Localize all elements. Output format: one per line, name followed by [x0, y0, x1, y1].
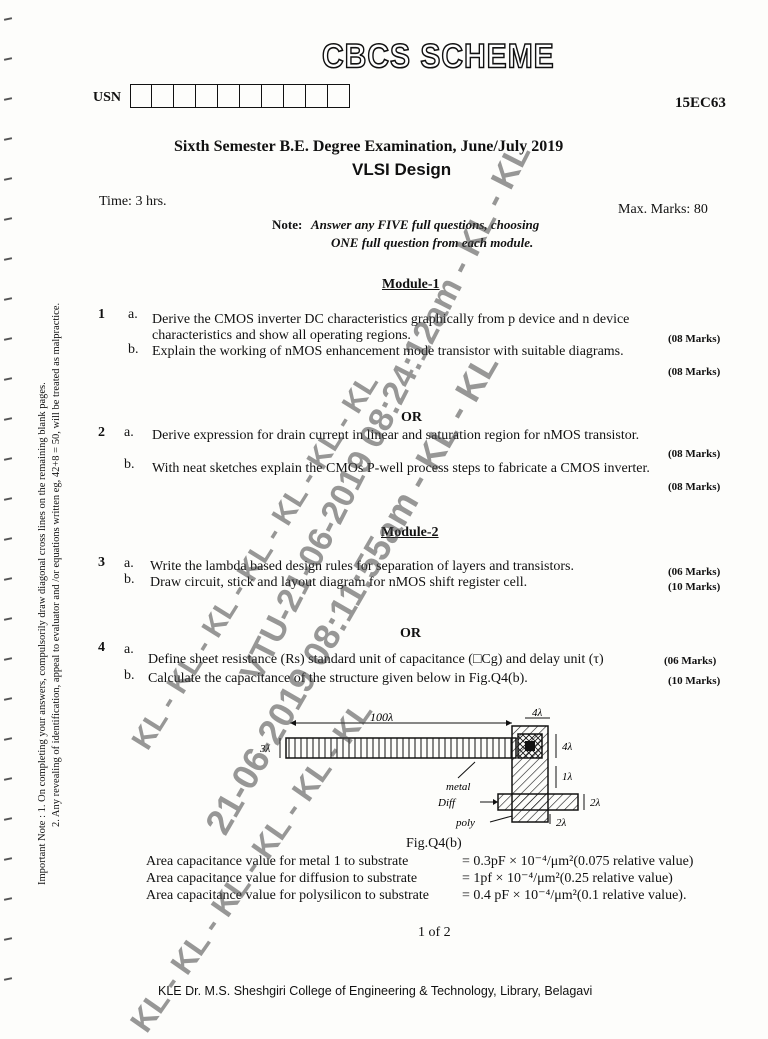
- cap-poly-label: Area capacitance value for polysilicon t…: [146, 888, 429, 903]
- module-1-heading: Module-1: [382, 277, 440, 292]
- note-label: Note:: [272, 217, 303, 232]
- cap-metal-value: = 0.3pF × 10⁻⁴/μm²(0.075 relative value): [462, 854, 694, 869]
- fig-q4b-diagram: 100λ 4λ 3λ 4λ 1λ metal Diff 2λ poly 2λ: [259, 708, 601, 829]
- q3a-label: a.: [124, 556, 134, 571]
- or-divider-2: OR: [400, 626, 421, 641]
- q1a-label: a.: [128, 307, 138, 322]
- cap-diff-value: = 1pf × 10⁻⁴/μm²(0.25 relative value): [462, 871, 673, 886]
- cap-metal-label: Area capacitance value for metal 1 to su…: [146, 854, 409, 869]
- q3b-text: Draw circuit, stick and layout diagram f…: [150, 575, 528, 590]
- label-metal: metal: [446, 781, 470, 793]
- q4a-label: a.: [124, 642, 134, 657]
- side-note-line1: Important Note : 1. On completing your a…: [37, 382, 48, 885]
- label-diff: Diff: [437, 797, 457, 809]
- note-line2: ONE full question from each module.: [331, 235, 534, 250]
- q3b-label: b.: [124, 572, 135, 587]
- side-note: Important Note : 1. On completing your a…: [36, 185, 64, 885]
- q4a-marks: (06 Marks): [664, 655, 717, 667]
- scheme-logo: CBCS SCHEME: [321, 37, 555, 77]
- dim-4b: 4λ: [562, 741, 573, 753]
- capacitance-table: Area capacitance value for metal 1 to su…: [146, 853, 693, 904]
- dim-2a: 2λ: [590, 797, 601, 809]
- q3b-marks: (10 Marks): [668, 581, 721, 593]
- note-line1: Answer any FIVE full questions, choosing: [311, 217, 540, 232]
- q4-number: 4: [98, 640, 105, 655]
- exam-title: Sixth Semester B.E. Degree Examination, …: [174, 138, 564, 155]
- q1a-marks: (08 Marks): [668, 333, 721, 345]
- module-2-heading: Module-2: [381, 525, 439, 540]
- dim-1: 1λ: [562, 771, 573, 783]
- or-divider-1: OR: [401, 410, 422, 425]
- cap-poly-value: = 0.4 pF × 10⁻⁴/μm²(0.1 relative value).: [462, 888, 687, 903]
- subject-code: 15EC63: [675, 95, 726, 111]
- cap-diff-label: Area capacitance value for diffusion to …: [146, 871, 418, 886]
- q2a-marks: (08 Marks): [668, 448, 721, 460]
- q4b-text: Calculate the capacitance of the structu…: [148, 671, 528, 686]
- q2b-text: With neat sketches explain the CMOs P-we…: [152, 461, 650, 476]
- q4b-label: b.: [124, 668, 135, 683]
- q2a-label: a.: [124, 425, 134, 440]
- figure-caption: Fig.Q4(b): [406, 836, 462, 851]
- usn-boxes[interactable]: [130, 84, 350, 108]
- q1b-marks: (08 Marks): [668, 366, 721, 378]
- q1-number: 1: [98, 307, 105, 322]
- dim-2b: 2λ: [556, 817, 567, 829]
- page-number: 1 of 2: [418, 925, 451, 940]
- q3a-marks: (06 Marks): [668, 566, 721, 578]
- dim-4a: 4λ: [532, 708, 543, 719]
- q1a-line1: Derive the CMOS inverter DC characterist…: [152, 312, 630, 327]
- dim-3: 3λ: [259, 743, 271, 755]
- subject-title: VLSI Design: [352, 160, 452, 179]
- q1b-label: b.: [128, 342, 139, 357]
- diffusion-strip: [497, 793, 579, 811]
- q2b-marks: (08 Marks): [668, 481, 721, 493]
- library-footer: KLE Dr. M.S. Sheshgiri College of Engine…: [158, 984, 593, 998]
- exam-time: Time: 3 hrs.: [99, 194, 167, 209]
- q3a-text: Write the lambda based design rules for …: [150, 559, 574, 574]
- q4a-text: Define sheet resistance (Rs) standard un…: [148, 652, 604, 667]
- usn-label: USN: [93, 90, 122, 105]
- q2a-text: Derive expression for drain current in l…: [152, 428, 640, 443]
- q2-number: 2: [98, 425, 105, 440]
- q3-number: 3: [98, 555, 105, 570]
- side-note-line2: 2. Any revealing of identification, appe…: [51, 302, 62, 827]
- label-poly: poly: [455, 817, 475, 829]
- q1a-line2: characteristics and show all operating r…: [152, 328, 411, 343]
- q1a-text: Derive the CMOS inverter DC characterist…: [152, 312, 734, 344]
- dim-100: 100λ: [370, 710, 393, 724]
- q1b-text: Explain the working of nMOS enhancement …: [152, 344, 624, 359]
- q4b-marks: (10 Marks): [668, 675, 721, 687]
- max-marks: Max. Marks: 80: [618, 202, 708, 217]
- q2b-label: b.: [124, 457, 135, 472]
